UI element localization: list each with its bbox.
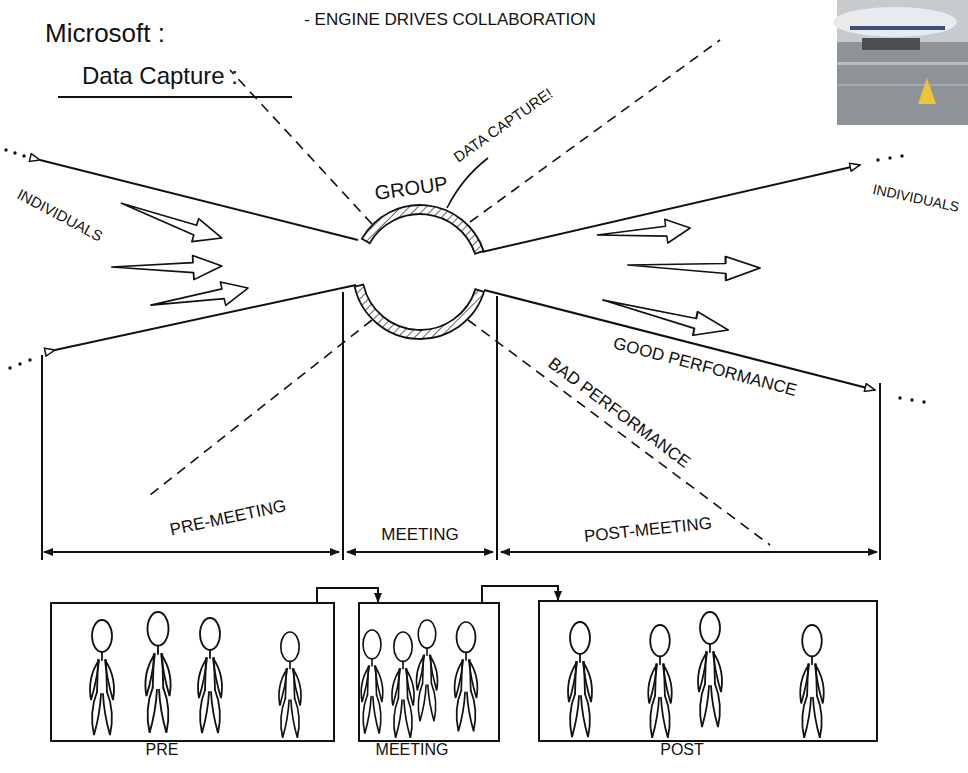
dashed-ray xyxy=(230,70,372,224)
panel-caption: POST xyxy=(660,741,704,759)
dot xyxy=(13,151,16,154)
stick-figure xyxy=(145,612,170,733)
stick-figure xyxy=(648,625,672,738)
phase-label: MEETING xyxy=(381,525,458,545)
storyboard-panel: PRE xyxy=(50,602,335,742)
stick-figure xyxy=(698,612,722,727)
dot xyxy=(910,398,913,401)
sketch-note: - ENGINE DRIVES COLLABORATION xyxy=(304,10,596,30)
path-label: BAD PERFORMANCE xyxy=(544,354,694,472)
stick-figure xyxy=(198,618,222,733)
dashed-ray xyxy=(150,320,372,495)
heading-underline xyxy=(58,96,292,98)
label-text: INDIVIDUALS xyxy=(14,185,105,244)
stick-figure xyxy=(279,632,301,738)
phase-label: PRE-MEETING xyxy=(168,496,288,540)
flow-label: INDIVIDUALS xyxy=(871,181,960,215)
photo-tarmac-line xyxy=(837,62,968,65)
hatched-ring-arc xyxy=(362,205,484,254)
label-text: Microsoft : xyxy=(45,18,165,48)
panel-caption: MEETING xyxy=(376,741,449,759)
ring-heading: GROUP xyxy=(373,172,449,205)
phase-span-arrow xyxy=(501,551,877,553)
node-text: POST xyxy=(660,741,704,758)
phase-span-arrow xyxy=(44,551,339,553)
label-text: - ENGINE DRIVES COLLABORATION xyxy=(304,10,596,29)
airport-photo xyxy=(833,0,968,125)
dot xyxy=(8,366,11,369)
dot xyxy=(898,396,901,399)
timeline xyxy=(42,292,880,560)
sketch-heading: Microsoft : xyxy=(45,19,165,49)
label-text: MEETING xyxy=(381,525,458,544)
ring-group xyxy=(355,205,484,339)
dot xyxy=(4,148,7,151)
label-text: INDIVIDUALS xyxy=(871,181,960,215)
sequence-arrow xyxy=(317,588,378,602)
photo-traffic-cone xyxy=(918,78,936,104)
dot xyxy=(28,358,31,361)
label-text: DATA CAPTURE! xyxy=(450,84,556,165)
stick-figure xyxy=(455,622,478,731)
dashed-rays xyxy=(150,40,770,545)
photo-vehicle xyxy=(862,38,920,50)
label-text: BAD PERFORMANCE xyxy=(545,354,694,472)
flow-label: INDIVIDUALS xyxy=(14,185,105,244)
hollow-arrow xyxy=(149,276,250,321)
stick-figure xyxy=(800,625,824,738)
node-text: GROUP xyxy=(373,172,449,204)
storyboard-panel: POST xyxy=(538,600,878,742)
storyboard-panel: MEETING xyxy=(358,602,500,742)
label-text: GOOD PERFORMANCE xyxy=(611,334,799,400)
dot xyxy=(900,154,903,157)
funnel-line xyxy=(484,290,875,390)
node-text: PRE xyxy=(146,741,179,758)
hatched-ring-arc xyxy=(355,285,484,339)
dot xyxy=(22,154,25,157)
photo-tarmac-line xyxy=(837,84,968,86)
stick-figure xyxy=(568,622,592,737)
stick-figure xyxy=(416,620,437,721)
hollow-arrow xyxy=(628,256,760,282)
stick-figure xyxy=(392,632,414,738)
hollow-arrow xyxy=(596,216,691,252)
panel-caption: PRE xyxy=(146,741,179,759)
dot xyxy=(922,400,925,403)
continuation-dots xyxy=(4,148,925,403)
photo-aircraft xyxy=(833,7,957,37)
label-text: PRE-MEETING xyxy=(168,496,287,539)
group-ring: GROUP xyxy=(352,204,488,340)
leader-line xyxy=(447,158,488,208)
hollow-arrow xyxy=(111,254,222,284)
funnel-line xyxy=(482,165,860,252)
phase-boundary xyxy=(342,292,344,560)
callout-note: DATA CAPTURE! xyxy=(450,84,556,165)
hollow-arrow xyxy=(117,196,225,249)
node-text: MEETING xyxy=(376,741,449,758)
label-text: Data Capture : xyxy=(82,62,238,89)
stick-figure xyxy=(90,620,114,735)
sketch-heading: Data Capture : xyxy=(82,62,238,90)
phase-boundary xyxy=(41,355,43,560)
phase-boundary xyxy=(496,296,498,560)
photo-aircraft-stripe xyxy=(850,26,945,30)
label-text: POST-MEETING xyxy=(583,514,713,546)
dot xyxy=(876,158,879,161)
funnel-lines xyxy=(40,160,875,390)
ring-outline xyxy=(352,204,488,340)
phase-boundary xyxy=(879,383,881,560)
path-label: GOOD PERFORMANCE xyxy=(611,334,799,401)
phase-label: POST-MEETING xyxy=(583,514,713,547)
stick-figure xyxy=(361,630,383,734)
dot xyxy=(888,156,891,159)
dot xyxy=(18,362,21,365)
phase-span-arrow xyxy=(347,551,493,553)
